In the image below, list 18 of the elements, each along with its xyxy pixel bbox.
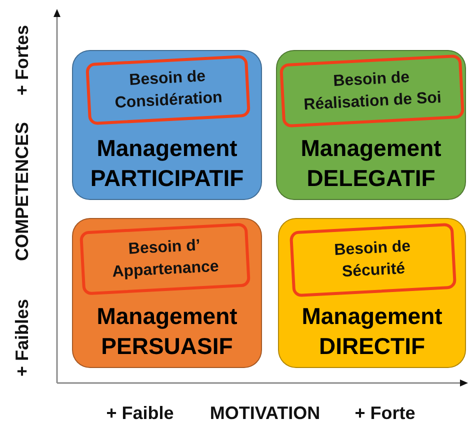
axis-label: + Faible bbox=[106, 402, 174, 424]
management-style-title: Management DELEGATIF bbox=[300, 134, 442, 193]
need-callout: Besoin de Considération bbox=[86, 54, 250, 126]
management-style-title: Management DIRECTIF bbox=[300, 302, 444, 361]
axis-label: + Forte bbox=[354, 402, 416, 424]
management-style-title: Management PERSUASIF bbox=[96, 302, 238, 361]
need-callout: Besoin d’ Appartenance bbox=[79, 222, 251, 296]
quadrant-box bbox=[72, 218, 262, 368]
axis-label: MOTIVATION bbox=[210, 402, 320, 424]
axis-label: + Faibles bbox=[11, 299, 33, 377]
quadrant-box bbox=[278, 218, 466, 368]
need-callout: Besoin de Sécurité bbox=[289, 222, 457, 298]
management-style-title: Management PARTICIPATIF bbox=[89, 134, 245, 193]
quadrant-box bbox=[276, 50, 466, 200]
axis-label: COMPETENCES bbox=[11, 122, 33, 262]
axis-label: + Fortes bbox=[11, 24, 33, 96]
need-callout: Besoin de Réalisation de Soi bbox=[279, 54, 465, 128]
quadrant-box bbox=[72, 50, 262, 200]
